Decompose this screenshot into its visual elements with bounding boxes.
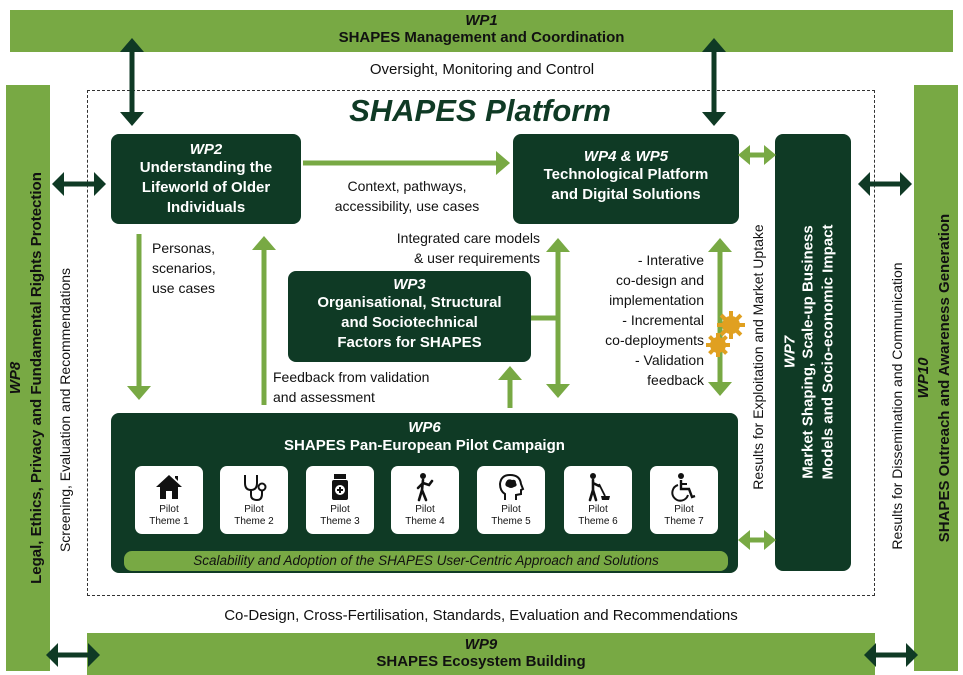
codesign-line4: - Incremental (622, 312, 704, 328)
wp9-title: WP9 (464, 636, 498, 653)
pilot-6-l1: Pilot (588, 504, 608, 515)
personas-line3: use cases (152, 280, 216, 296)
home-icon (156, 475, 182, 499)
wp6-banner: Scalability and Adoption of the SHAPES U… (124, 551, 728, 571)
brain-head-icon (498, 473, 525, 500)
wp6-to-wp3-arrow (498, 366, 522, 408)
pilot-tile-5: Pilot Theme 5 (477, 466, 545, 534)
pilot-tile-3: Pilot Theme 3 (306, 466, 374, 534)
wp3-box: WP3 Organisational, Structural and Socio… (288, 271, 531, 362)
wp2-to-wp45-arrow (303, 151, 510, 175)
pilot-1-l1: Pilot (159, 504, 179, 515)
wp2-box: WP2 Understanding the Lifeworld of Older… (111, 134, 301, 224)
pilot-7-l2: Theme 7 (664, 516, 704, 527)
wp8-double-arrow (52, 172, 106, 196)
wp6-to-wp2-arrow (252, 236, 276, 405)
integrated-label: Integrated care models & user requiremen… (340, 228, 540, 268)
wp6-subtitle: SHAPES Pan-European Pilot Campaign (284, 437, 565, 454)
wp6-wp7-arrow (738, 530, 776, 550)
pilot-tile-7: Pilot Theme 7 (650, 466, 718, 534)
wp1-title: WP1 (465, 12, 498, 29)
wp3-line3: Factors for SHAPES (337, 334, 482, 351)
wp10-bar: WP10 SHAPES Outreach and Awareness Gener… (914, 85, 958, 671)
context-line1: Context, pathways, (347, 178, 467, 194)
integrated-line1: Integrated care models (396, 230, 540, 246)
feedback-label: Feedback from validation and assessment (273, 367, 429, 407)
wp6-title: WP6 (408, 419, 441, 436)
platform-boundary (87, 90, 875, 596)
wp45-wp7-arrow (738, 145, 776, 165)
personas-line1: Personas, (152, 240, 216, 256)
wp4-5-line2: and Digital Solutions (551, 186, 701, 203)
codesign-bottom-label: Co-Design, Cross-Fertilisation, Standard… (224, 607, 738, 624)
codesign-line2: co-design and (616, 272, 704, 288)
wp3-connector-arrow (531, 238, 570, 398)
pilot-tile-1: Pilot Theme 1 (135, 466, 203, 534)
personas-line2: scenarios, (152, 260, 216, 276)
gears-icon (706, 311, 745, 357)
oversight-label: Oversight, Monitoring and Control (369, 61, 595, 78)
wp3-title: WP3 (393, 276, 426, 293)
pilot-4-l1: Pilot (415, 504, 435, 515)
person-cleaning-icon (588, 473, 610, 502)
stethoscope-icon (244, 475, 267, 502)
wp1-wp45-arrow (702, 38, 726, 126)
wp1-wp2-arrow (120, 38, 144, 126)
wp45-wp6-arrow (708, 238, 732, 396)
pilot-3-l1: Pilot (330, 504, 350, 515)
pilot-6-l2: Theme 6 (578, 516, 618, 527)
wp2-to-wp6-arrow (127, 234, 151, 400)
feedback-line1: Feedback from validation (273, 369, 430, 385)
wp9-right-double-arrow (864, 643, 918, 667)
context-label: Context, pathways, accessibility, use ca… (303, 176, 511, 216)
pilot-2-l2: Theme 2 (234, 516, 274, 527)
wp2-line2: Lifeworld of Older (141, 179, 271, 196)
wp9-left-double-arrow (46, 643, 100, 667)
codesign-line7: feedback (647, 372, 704, 388)
platform-title: SHAPES Platform (349, 93, 611, 128)
wp2-title: WP2 (189, 141, 223, 158)
wp8-bar: WP8 Legal, Ethics, Privacy and Fundament… (6, 85, 50, 671)
codesign-line1: - Interative (637, 252, 704, 268)
feedback-line2: and assessment (273, 389, 375, 405)
pilot-5-l2: Theme 5 (491, 516, 531, 527)
pilot-5-l1: Pilot (501, 504, 521, 515)
wp2-line3: Individuals (166, 199, 246, 216)
walking-person-icon (416, 473, 434, 502)
pilot-7-l1: Pilot (674, 504, 694, 515)
wp2-line1: Understanding the (139, 159, 273, 176)
codesign-line6: - Validation (634, 352, 704, 368)
pilot-2-l1: Pilot (244, 504, 264, 515)
wp3-line2: and Sociotechnical (341, 314, 478, 331)
codesign-label: - Interative co-design and implementatio… (562, 250, 704, 390)
wheelchair-icon (671, 473, 696, 502)
pilot-tile-4: Pilot Theme 4 (391, 466, 459, 534)
codesign-line5: co-deployments (605, 332, 704, 348)
wp9-subtitle: SHAPES Ecosystem Building (376, 653, 586, 670)
wp9-bar: WP9 SHAPES Ecosystem Building (87, 633, 875, 675)
wp1-bar: WP1 SHAPES Management and Coordination (10, 10, 953, 52)
personas-label: Personas, scenarios, use cases (152, 238, 216, 298)
pilot-tile-2: Pilot Theme 2 (220, 466, 288, 534)
wp7-box: WP7 Market Shaping, Scale-up Business Mo… (775, 134, 851, 571)
pilot-3-l2: Theme 3 (320, 516, 360, 527)
wp4-5-box: WP4 & WP5 Technological Platform and Dig… (513, 134, 739, 224)
wp1-subtitle: SHAPES Management and Coordination (338, 29, 625, 46)
context-line2: accessibility, use cases (334, 198, 480, 214)
wp4-5-line1: Technological Platform (543, 166, 709, 183)
pilot-tile-6: Pilot Theme 6 (564, 466, 632, 534)
wp10-double-arrow (858, 172, 912, 196)
codesign-line3: implementation (609, 292, 704, 308)
medicine-bottle-icon (332, 474, 348, 500)
wp4-5-title: WP4 & WP5 (583, 148, 669, 165)
pilot-1-l2: Theme 1 (149, 516, 189, 527)
wp3-line1: Organisational, Structural (317, 294, 502, 311)
pilot-4-l2: Theme 4 (405, 516, 445, 527)
integrated-line2: & user requirements (413, 250, 540, 266)
